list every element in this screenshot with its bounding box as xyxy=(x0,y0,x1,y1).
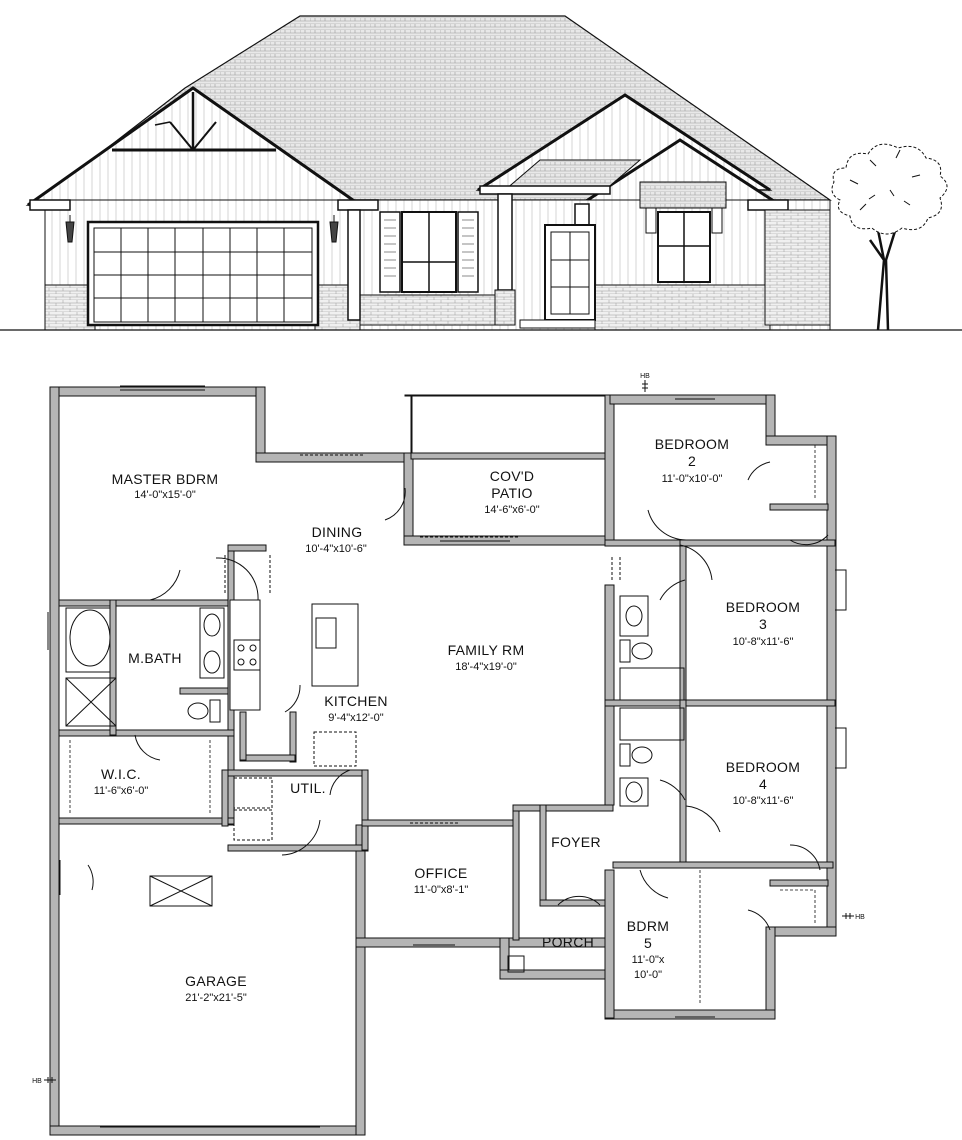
toilet-icon xyxy=(209,699,221,723)
kitchen-dim: 9'-4"x12'-0" xyxy=(328,712,384,724)
dryer-icon xyxy=(233,809,273,841)
family-rm-dim: 18'-4"x19'-0" xyxy=(455,661,517,673)
master-bdrm-label: MASTER BDRM xyxy=(112,471,219,487)
bedroom3-label-1: BEDROOM xyxy=(726,599,800,615)
hose-bib-label-right: HB xyxy=(855,914,865,921)
bedroom4-label-2: 4 xyxy=(759,776,767,792)
bdrm5-label-1: BDRM xyxy=(627,918,669,934)
foyer-label: FOYER xyxy=(551,834,601,850)
garage-label: GARAGE xyxy=(185,973,247,989)
master-bdrm-dim: 14'-0"x15'-0" xyxy=(134,489,196,501)
stove-icon xyxy=(233,639,261,671)
office-label: OFFICE xyxy=(414,865,467,881)
bathtub-icon xyxy=(69,609,111,667)
bdrm5-dim-2: 10'-0" xyxy=(634,969,662,981)
bedroom3-dim: 10'-8"x11'-6" xyxy=(733,636,794,648)
bedroom4-label-1: BEDROOM xyxy=(726,759,800,775)
lantern-left xyxy=(65,215,75,243)
fixtures xyxy=(47,385,847,1128)
lantern-right xyxy=(329,215,339,243)
hose-bib-label-rear: HB xyxy=(640,373,650,380)
patio-label-2: PATIO xyxy=(491,485,532,501)
washer-icon xyxy=(233,777,273,809)
front-door xyxy=(519,224,596,329)
office-dim: 11'-0"x8'-1" xyxy=(414,884,469,896)
brick-wall-right xyxy=(764,209,831,326)
right-window xyxy=(639,181,727,283)
family-rm-label: FAMILY RM xyxy=(448,642,525,658)
fridge-icon xyxy=(313,731,357,767)
kitchen-island xyxy=(311,603,359,687)
garage-dim: 21'-2"x21'-5" xyxy=(185,992,247,1004)
garage-door xyxy=(86,220,320,327)
mbath-label: M.BATH xyxy=(128,650,182,666)
bdrm5-label-2: 5 xyxy=(644,935,652,951)
hose-bibs xyxy=(44,380,854,1083)
bdrm5-dim-1: 11'-0"x xyxy=(632,954,665,966)
util-label: UTIL. xyxy=(290,780,326,796)
bedroom2-label-2: 2 xyxy=(688,453,696,469)
kitchen-label: KITCHEN xyxy=(324,693,388,709)
bedroom4-dim: 10'-8"x11'-6" xyxy=(733,795,794,807)
shower-icon xyxy=(65,677,117,727)
patio-dim: 14'-6"x6'-0" xyxy=(484,504,540,516)
dining-label: DINING xyxy=(312,524,363,540)
wic-label: W.I.C. xyxy=(101,766,141,782)
front-window xyxy=(379,211,479,293)
garage-skylight xyxy=(149,875,213,907)
front-elevation xyxy=(0,15,962,331)
bedroom3-label-2: 3 xyxy=(759,616,767,632)
bedroom2-dim: 11'-0"x10'-0" xyxy=(662,473,723,485)
dining-dim: 10'-4"x10'-6" xyxy=(305,543,367,555)
patio-label-1: COV'D xyxy=(490,468,535,484)
wic-dim: 11'-6"x6'-0" xyxy=(94,785,149,797)
hose-bib-label-left: HB xyxy=(32,1078,42,1085)
floor-plan xyxy=(49,386,837,1136)
bedroom2-label-1: BEDROOM xyxy=(655,436,729,452)
porch-label: PORCH xyxy=(542,934,594,950)
tree xyxy=(831,143,948,331)
